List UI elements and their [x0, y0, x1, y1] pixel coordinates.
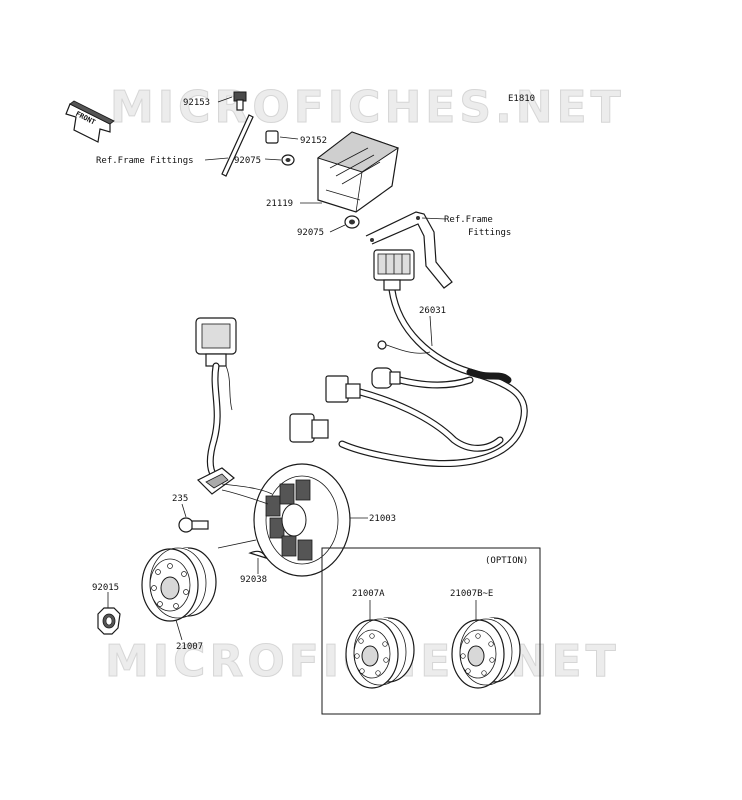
wire-harness-26031: [338, 286, 528, 468]
flywheel-21007: [141, 547, 217, 622]
label-92075-upper: 92075: [234, 156, 261, 166]
bracket-right: [365, 211, 453, 289]
label-92038: 92038: [240, 575, 267, 585]
label-21007: 21007: [176, 642, 203, 652]
label-ref-frame-left: Ref.Frame Fittings: [96, 156, 194, 166]
label-92075-lower: 92075: [297, 228, 324, 238]
nut-92015: [97, 607, 121, 635]
diagram-id: E1810: [508, 94, 535, 104]
front-arrow-icon: FRONT: [65, 100, 115, 143]
grommet-plate: [196, 467, 235, 495]
frame-strip: [221, 114, 254, 177]
label-ref-frame-right-2: Fittings: [468, 228, 511, 238]
stator-lead-coupler: [195, 317, 237, 480]
label-21007A: 21007A: [352, 589, 385, 599]
option-box: (OPTION) 21007A: [321, 547, 541, 715]
regulator-21119: [316, 131, 400, 213]
bolt-235: [178, 517, 209, 533]
harness-coupler-top: [373, 249, 415, 291]
key-92038: [248, 550, 268, 559]
bolt-92153: [233, 91, 247, 111]
label-92015: 92015: [92, 583, 119, 593]
label-92153: 92153: [183, 98, 210, 108]
label-21003: 21003: [369, 514, 396, 524]
label-ref-frame-right-1: Ref.Frame: [444, 215, 493, 225]
harness-coupler-3: [289, 413, 329, 443]
stator-21003: [221, 463, 351, 577]
label-option: (OPTION): [485, 556, 528, 566]
harness-coupler-2: [371, 367, 401, 389]
flywheel-21007b-e: [451, 617, 521, 689]
label-92152: 92152: [300, 136, 327, 146]
watermark-top: MICROFICHES.NET: [110, 82, 625, 133]
label-21007B-E: 21007B~E: [450, 589, 493, 599]
collar-92152: [265, 130, 279, 144]
flywheel-21007a: [345, 617, 415, 689]
label-26031: 26031: [419, 306, 446, 316]
label-235: 235: [172, 494, 188, 504]
harness-coupler-1: [325, 375, 361, 403]
label-21119: 21119: [266, 199, 293, 209]
